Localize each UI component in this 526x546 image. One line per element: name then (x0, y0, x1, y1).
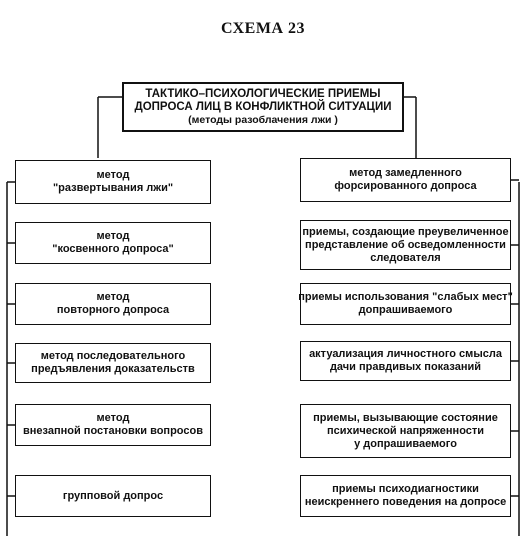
right-node: актуализация личностного смысла дачи пра… (300, 341, 511, 381)
node-line: психической напряженности (326, 424, 485, 437)
node-line: приемы использования "слабых мест" (298, 291, 513, 303)
right-node: приемы, вызывающие состояние психической… (300, 404, 511, 458)
right-node: метод замедленного форсированного допрос… (300, 158, 511, 202)
node-line: "развертывания лжи" (52, 182, 174, 194)
node-line: повторного допроса (56, 304, 170, 316)
right-node: приемы психодиагностики неискреннего пов… (300, 475, 511, 517)
left-node: метод внезапной постановки вопросов (15, 404, 211, 446)
right-node: приемы, создающие преувеличенное предста… (300, 220, 511, 270)
root-node: ТАКТИКО–ПСИХОЛОГИЧЕСКИЕ ПРИЕМЫ ДОПРОСА Л… (122, 82, 409, 137)
root-line-3: (методы разоблачения лжи ) (188, 113, 338, 126)
node-line: метод (96, 230, 130, 242)
left-node: метод "косвенного допроса" (15, 222, 211, 264)
node-line: предъявления доказательств (31, 363, 195, 375)
right-node: приемы использования "слабых мест" допра… (298, 283, 513, 325)
left-node: метод повторного допроса (15, 283, 211, 325)
node-line: приемы, создающие преувеличенное (302, 225, 509, 238)
left-node: метод "развертывания лжи" (15, 160, 211, 204)
node-line: следователя (370, 251, 441, 264)
node-line: у допрашиваемого (354, 437, 457, 450)
left-node: метод последовательного предъявления док… (15, 343, 211, 383)
node-line: метод замедленного (349, 167, 462, 179)
node-line: актуализация личностного смысла (309, 348, 502, 360)
left-node: групповой допрос (15, 475, 211, 517)
node-line: представление об осведомленности (305, 238, 506, 251)
node-line: приемы, вызывающие состояние (313, 411, 498, 424)
node-line: неискреннего поведения на допросе (304, 496, 507, 508)
root-line-2: ДОПРОСА ЛИЦ В КОНФЛИКТНОЙ СИТУАЦИИ (134, 100, 392, 113)
node-line: допрашиваемого (358, 304, 453, 316)
node-line: групповой допрос (62, 489, 164, 502)
node-line: метод (96, 169, 130, 181)
node-line: метод (96, 291, 130, 303)
node-line: метод последовательного (40, 350, 186, 362)
node-line: внезапной постановки вопросов (23, 425, 203, 437)
node-line: форсированного допроса (334, 180, 477, 192)
root-line-1: ТАКТИКО–ПСИХОЛОГИЧЕСКИЕ ПРИЕМЫ (145, 87, 381, 100)
diagram-title: СХЕМА 23 (220, 20, 306, 37)
node-line: метод (96, 412, 130, 424)
node-line: приемы психодиагностики (332, 483, 479, 495)
node-line: дачи правдивых показаний (329, 361, 482, 373)
node-line: "косвенного допроса" (52, 243, 174, 255)
